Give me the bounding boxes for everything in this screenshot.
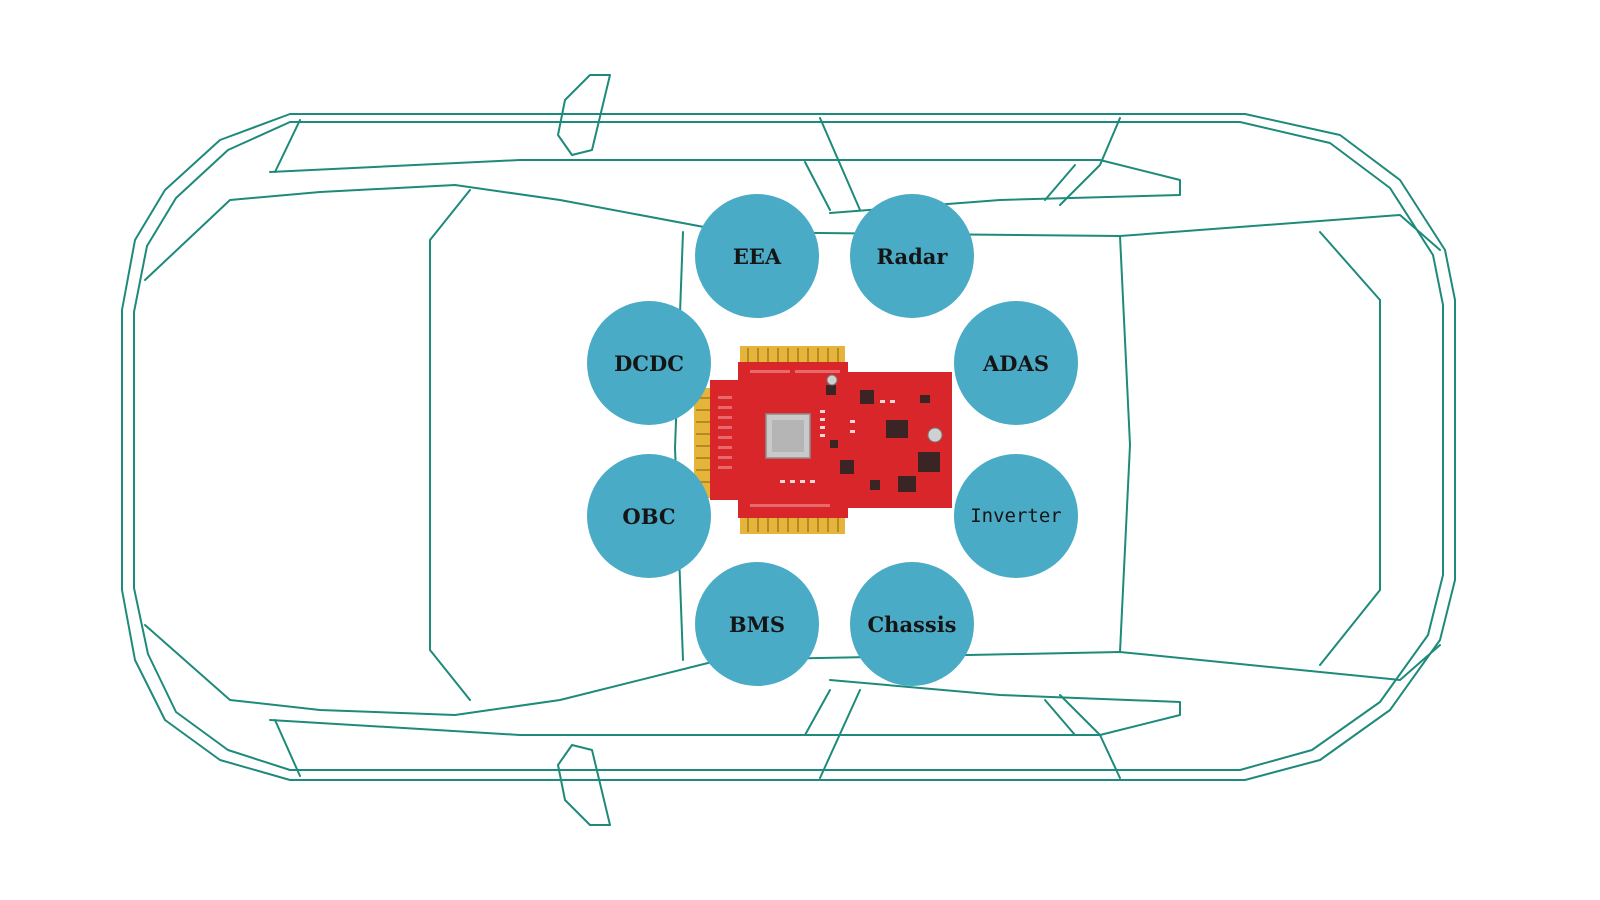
pcb-board	[694, 346, 952, 534]
rear-window	[1119, 235, 1131, 653]
door-line-top-4	[1044, 164, 1076, 201]
door-line-bottom-3	[1059, 694, 1121, 779]
connector-bottom	[740, 516, 845, 534]
windshield	[429, 189, 471, 701]
node-adas: ADAS	[954, 301, 1078, 425]
node-bms-label: BMS	[728, 611, 786, 637]
side-sill-top	[269, 159, 1181, 214]
hood-line-bottom	[144, 624, 721, 716]
node-obc-label: OBC	[622, 503, 676, 529]
cabin-line-left	[674, 231, 684, 661]
capacitor	[927, 427, 943, 443]
hood-crease-top	[274, 119, 301, 173]
side-mirror-top	[557, 74, 611, 156]
node-chassis-label: Chassis	[867, 611, 957, 637]
car-body-outer	[121, 113, 1456, 781]
node-dcdc-label: DCDC	[614, 350, 684, 376]
node-eea: EEA	[695, 194, 819, 318]
node-chassis: Chassis	[850, 562, 974, 686]
node-inverter: Inverter	[954, 454, 1078, 578]
side-sill-bottom	[269, 679, 1181, 736]
door-line-top-3	[1059, 117, 1121, 206]
connector-top	[740, 346, 845, 364]
node-dcdc: DCDC	[587, 301, 711, 425]
door-line-top-2	[804, 161, 831, 211]
node-obc: OBC	[587, 454, 711, 578]
node-adas-label: ADAS	[983, 350, 1049, 376]
door-line-bottom-1	[819, 689, 861, 779]
node-bms: BMS	[695, 562, 819, 686]
hood-line	[144, 184, 721, 281]
car-body-inner	[133, 121, 1444, 771]
door-line-top-1	[819, 117, 861, 211]
hood-crease-bottom	[274, 719, 301, 777]
side-mirror-bottom	[557, 744, 611, 826]
rear-glass	[1319, 231, 1381, 666]
node-eea-label: EEA	[732, 243, 782, 269]
door-line-bottom-2	[804, 689, 831, 736]
node-radar: Radar	[850, 194, 974, 318]
node-inverter-label: Inverter	[970, 504, 1062, 527]
node-radar-label: Radar	[876, 243, 948, 269]
door-line-bottom-4	[1044, 699, 1076, 736]
